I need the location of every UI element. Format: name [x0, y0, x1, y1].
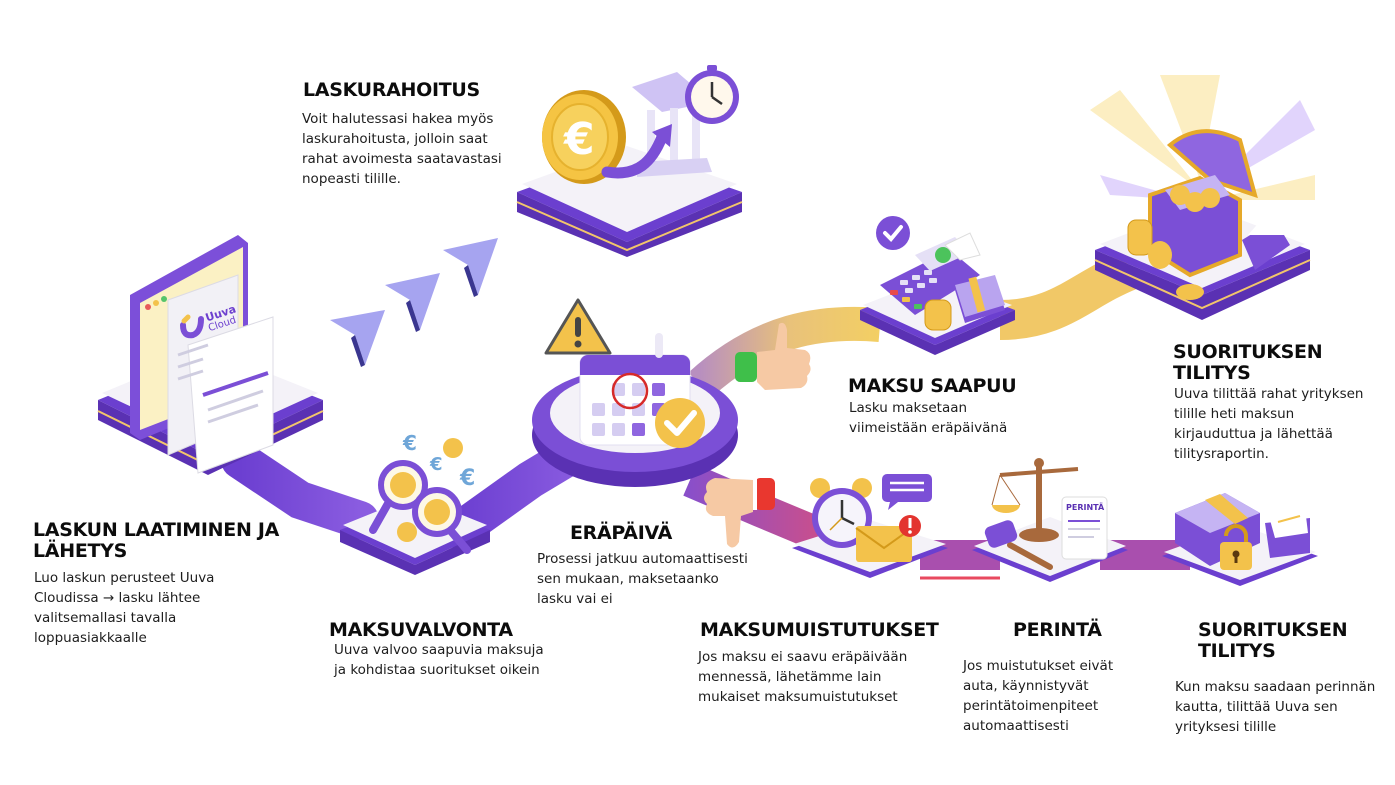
step-desc-suorituksen-tilitys-1: Uuva tilittää rahat yrityksen tilille he… [1174, 386, 1364, 462]
step-title-maksumuistutukset: MAKSUMUISTUTUKSET [700, 619, 939, 641]
arrow-icon [385, 273, 440, 332]
step-title-erapaiva: ERÄPÄIVÄ [570, 522, 672, 544]
money-stack-lock-icon [1162, 493, 1318, 586]
step-title-suorituksen-tilitys-2: SUORITUKSEN TILITYS [1198, 619, 1348, 662]
step-title-suorituksen-tilitys-1: SUORITUKSEN TILITYS [1173, 341, 1323, 384]
step-desc-maksumuistutukset: Jos maksu ei saavu eräpäivään mennessä, … [698, 649, 908, 705]
erapaiva-illustration [530, 295, 740, 490]
tilitys-1-illustration [1090, 70, 1315, 325]
maksu-saapuu-illustration [855, 205, 1020, 355]
alarm-clock-envelope-icon [792, 474, 948, 578]
payment-terminal-icon [860, 216, 1015, 355]
perinta-illustration: PERINTÄ [970, 455, 1130, 585]
step-title-perinta: PERINTÄ [1013, 619, 1102, 641]
maksuvalvonta-illustration: € € € [335, 430, 495, 575]
maksumuistutukset-illustration [790, 468, 950, 583]
step-desc-maksu-saapuu: Lasku maksetaan viimeistään eräpäivänä [849, 400, 1008, 436]
laskurahoitus-illustration: € [512, 62, 747, 257]
progress-arrows [330, 238, 498, 367]
euro-coin-bank-stopwatch-icon: € [516, 65, 743, 257]
step-desc-perinta: Jos muistutukset eivät auta, käynnistyvä… [963, 658, 1114, 734]
step-title-laskurahoitus: LASKURAHOITUS [303, 79, 480, 101]
invoice-browser-icon [97, 235, 324, 475]
step-desc-suorituksen-tilitys-2: Kun maksu saadaan perinnän kautta, tilit… [1175, 679, 1376, 735]
thumbs-down-icon [704, 478, 775, 548]
tilitys-2-illustration [1160, 478, 1320, 588]
thumbs-up-icon [735, 322, 811, 390]
treasure-chest-icon [1090, 75, 1315, 320]
svg-text:€: € [402, 431, 417, 455]
arrow-icon [443, 238, 498, 297]
svg-text:€: € [429, 454, 443, 475]
step-desc-erapaiva: Prosessi jatkuu automaattisesti sen muka… [537, 551, 748, 607]
invoice-illustration: Uuva Cloud [88, 225, 328, 480]
arrow-icon [330, 310, 385, 367]
step-desc-laskurahoitus: Voit halutessasi hakea myös laskurahoitu… [302, 111, 502, 187]
svg-text:€: € [459, 466, 475, 491]
calendar-warning-icon [532, 298, 738, 487]
svg-text:€: € [563, 114, 595, 165]
step-title-laskun-laatiminen: LASKUN LAATIMINEN JA LÄHETYS [33, 519, 280, 562]
document-label: PERINTÄ [1066, 503, 1105, 512]
scales-gavel-icon [972, 458, 1128, 582]
magnifier-euro-icon: € € € [340, 431, 490, 575]
step-title-maksu-saapuu: MAKSU SAAPUU [848, 375, 1017, 397]
step-desc-laskun-laatiminen: Luo laskun perusteet Uuva Cloudissa → la… [34, 570, 215, 646]
step-desc-maksuvalvonta: Uuva valvoo saapuvia maksuja ja kohdista… [334, 642, 544, 678]
step-title-maksuvalvonta: MAKSUVALVONTA [329, 619, 513, 641]
